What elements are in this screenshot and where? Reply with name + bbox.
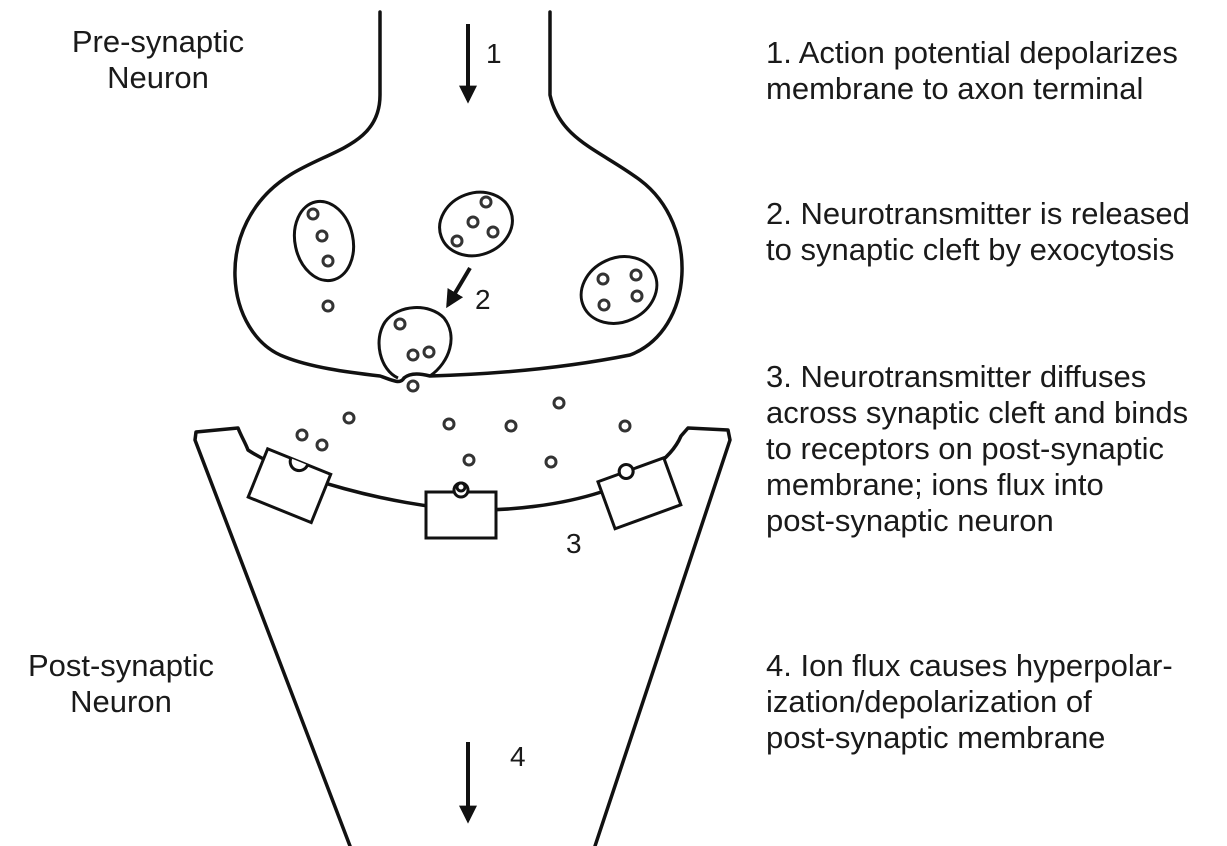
- post-synaptic-label: Post-synaptic Neuron: [0, 648, 242, 720]
- step-2-description: 2. Neurotransmitter is released to synap…: [766, 196, 1190, 268]
- arrow-2: [448, 268, 470, 305]
- step-4-description: 4. Ion flux causes hyperpolar- ization/d…: [766, 648, 1173, 756]
- step-3-description: 3. Neurotransmitter diffuses across syna…: [766, 359, 1188, 539]
- vesicle: [570, 245, 668, 336]
- step-marker-2: 2: [475, 282, 491, 318]
- exocytosing-vesicle: [379, 308, 451, 378]
- receptor: [426, 483, 496, 538]
- step-marker-3: 3: [566, 526, 582, 562]
- receptor: [596, 451, 681, 529]
- pre-synaptic-label: Pre-synaptic Neuron: [40, 24, 276, 96]
- neurotransmitter-molecules: [297, 197, 642, 467]
- step-1-description: 1. Action potential depolarizes membrane…: [766, 35, 1178, 107]
- step-marker-4: 4: [510, 739, 526, 775]
- receptor: [248, 449, 331, 523]
- synaptic-vesicles: [287, 182, 668, 378]
- step-marker-1: 1: [486, 36, 502, 72]
